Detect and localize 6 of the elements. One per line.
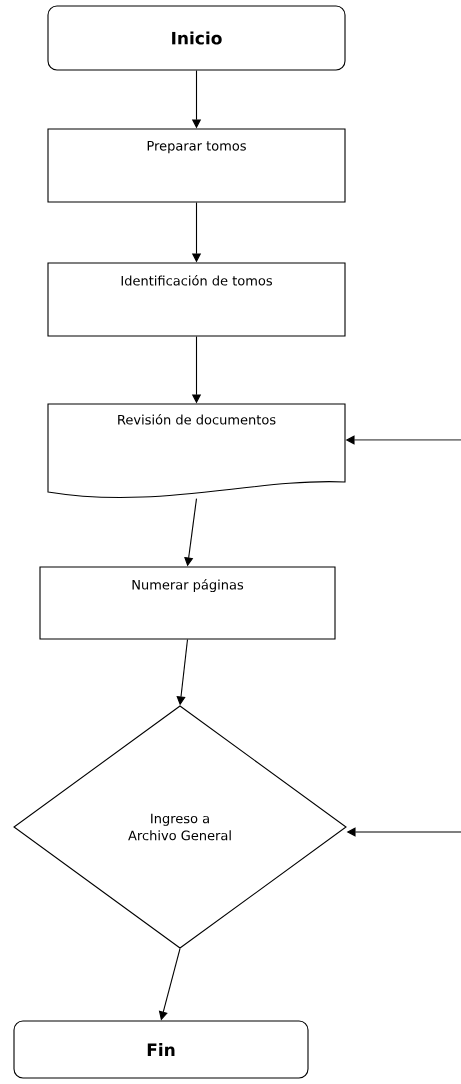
process-box: Identificación de tomos xyxy=(47,262,346,337)
document-box: Revisión de documentos xyxy=(47,403,346,499)
terminal-box: Fin xyxy=(13,1020,309,1079)
process-box: Numerar páginas xyxy=(39,566,336,640)
process-box: Preparar tomos xyxy=(47,128,346,203)
terminal-box: Inicio xyxy=(47,5,346,71)
